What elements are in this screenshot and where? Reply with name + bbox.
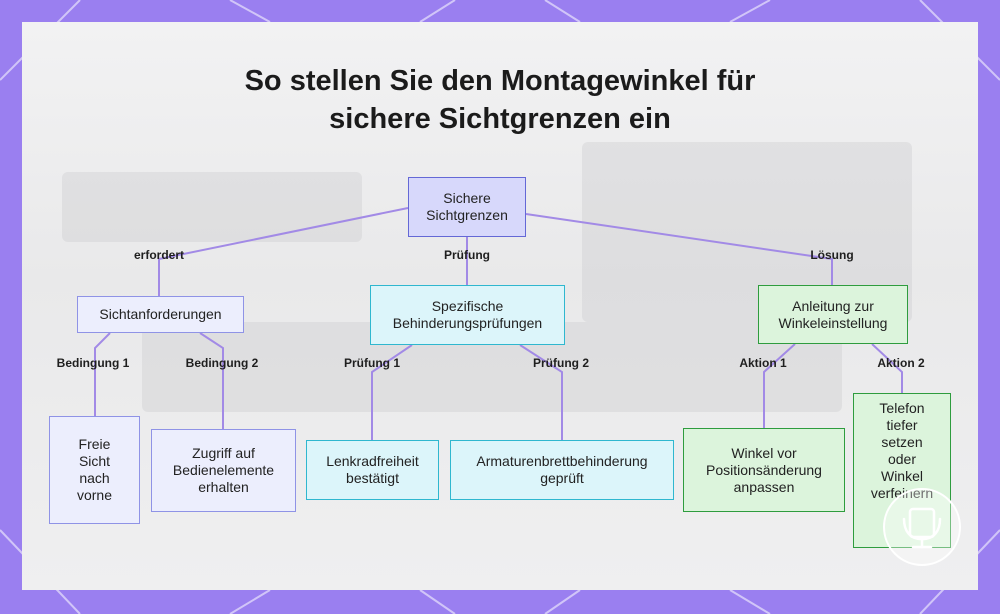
edge-label-erfordert: erfordert [134,248,184,262]
edge-label-aktion-1: Aktion 1 [739,356,786,370]
node-winkeleinstellung: Anleitung zur Winkeleinstellung [758,285,908,344]
title-line-2: sichere Sichtgrenzen ein [22,100,978,138]
edge-label-aktion-2: Aktion 2 [877,356,924,370]
edge-label-pruefung-2: Prüfung 2 [533,356,589,370]
edge-label-loesung: Lösung [810,248,853,262]
node-sichtanforderungen: Sichtanforderungen [77,296,244,333]
node-zugriff-bedienelemente: Zugriff auf Bedienelemente erhalten [151,429,296,512]
edge-label-pruefung: Prüfung [444,248,490,262]
node-lenkradfreiheit: Lenkradfreiheit bestätigt [306,440,439,500]
node-behinderungspruefungen: Spezifische Behinderungsprüfungen [370,285,565,345]
node-winkel-anpassen: Winkel vor Positionsänderung anpassen [683,428,845,512]
title-line-1: So stellen Sie den Montagewinkel für [22,62,978,100]
node-armaturenbrett: Armaturenbrettbehinderung geprüft [450,440,674,500]
watermark-logo-icon [882,487,962,567]
node-root: Sichere Sichtgrenzen [408,177,526,237]
node-freie-sicht: Freie Sicht nach vorne [49,416,140,524]
edge-label-bedingung-1: Bedingung 1 [57,356,130,370]
diagram-title: So stellen Sie den Montagewinkel für sic… [22,62,978,138]
edge-label-pruefung-1: Prüfung 1 [344,356,400,370]
edge-label-bedingung-2: Bedingung 2 [186,356,259,370]
